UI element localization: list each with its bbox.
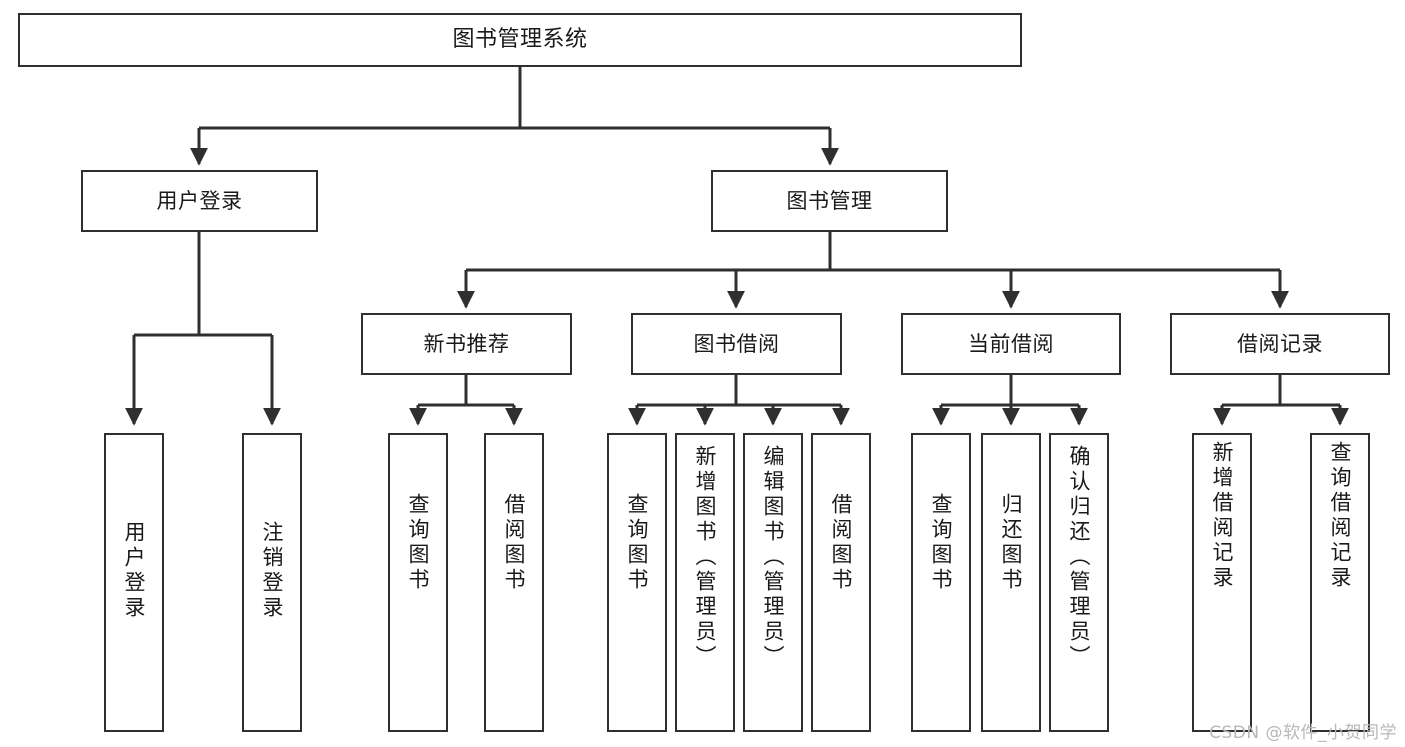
node-current-borrow[interactable]: 当前借阅: [901, 313, 1121, 375]
node-label: 用户登录: [156, 188, 243, 213]
node-label: 查询图书: [625, 493, 650, 593]
leaf-user-login[interactable]: 用户登录: [104, 433, 164, 732]
node-label: 新增图书（管理员）: [693, 445, 718, 670]
node-label: 查询图书: [406, 493, 431, 593]
leaf-query-book-recommend[interactable]: 查询图书: [388, 433, 448, 732]
node-label: 确认归还（管理员）: [1067, 445, 1092, 670]
leaf-borrow-book[interactable]: 借阅图书: [811, 433, 871, 732]
leaf-borrow-book-recommend[interactable]: 借阅图书: [484, 433, 544, 732]
leaf-query-borrow-record[interactable]: 查询借阅记录: [1310, 433, 1370, 732]
node-label: 新书推荐: [423, 331, 510, 356]
node-label: 查询图书: [929, 493, 954, 593]
node-label: 借阅图书: [829, 493, 854, 593]
leaf-confirm-return-admin[interactable]: 确认归还（管理员）: [1049, 433, 1109, 732]
leaf-add-borrow-record[interactable]: 新增借阅记录: [1192, 433, 1252, 732]
node-label: 图书管理系统: [452, 27, 588, 53]
node-label: 归还图书: [999, 493, 1024, 593]
node-root-book-management-system[interactable]: 图书管理系统: [18, 13, 1022, 67]
node-book-management[interactable]: 图书管理: [711, 170, 948, 232]
leaf-query-book-borrow[interactable]: 查询图书: [607, 433, 667, 732]
node-label: 注销登录: [260, 521, 285, 621]
leaf-edit-book-admin[interactable]: 编辑图书（管理员）: [743, 433, 803, 732]
node-user-login[interactable]: 用户登录: [81, 170, 318, 232]
node-label: 图书管理: [786, 188, 873, 213]
node-label: 查询借阅记录: [1328, 441, 1353, 591]
node-borrow-records[interactable]: 借阅记录: [1170, 313, 1390, 375]
node-label: 借阅图书: [502, 493, 527, 593]
node-label: 新增借阅记录: [1210, 441, 1235, 591]
node-label: 用户登录: [122, 521, 147, 621]
csdn-watermark: CSDN @软件_小贺同学: [1209, 723, 1397, 743]
node-label: 借阅记录: [1237, 331, 1323, 356]
node-book-borrow[interactable]: 图书借阅: [631, 313, 842, 375]
node-label: 编辑图书（管理员）: [761, 445, 786, 670]
leaf-return-book[interactable]: 归还图书: [981, 433, 1041, 732]
leaf-logout[interactable]: 注销登录: [242, 433, 302, 732]
node-label: 图书借阅: [693, 331, 780, 356]
leaf-add-book-admin[interactable]: 新增图书（管理员）: [675, 433, 735, 732]
node-label: 当前借阅: [968, 331, 1054, 356]
node-new-book-recommend[interactable]: 新书推荐: [361, 313, 572, 375]
leaf-query-book-current[interactable]: 查询图书: [911, 433, 971, 732]
